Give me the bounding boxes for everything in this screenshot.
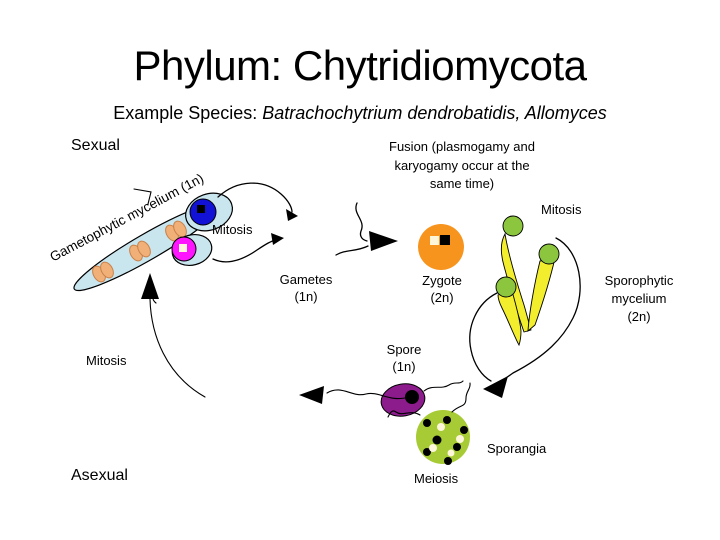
spore-shape — [326, 380, 464, 417]
gametangium-male — [185, 192, 233, 232]
spore-dot — [432, 435, 442, 445]
zygote-shape — [418, 224, 464, 270]
septum-cell — [137, 240, 151, 258]
flagellum-line — [212, 239, 277, 263]
small-arrowhead — [271, 233, 284, 245]
spore-dot — [423, 448, 431, 456]
label-mitosis-gametangia: Mitosis — [212, 222, 253, 237]
small-arrowhead — [286, 209, 298, 221]
label-meiosis: Meiosis — [414, 471, 459, 486]
sporophytic-mycelium-shape — [495, 215, 560, 347]
sporangium-squiggle — [451, 382, 471, 413]
fusion-squiggle — [335, 245, 369, 256]
flagellum-line — [217, 182, 293, 213]
label-spore: Spore (1n) — [386, 342, 422, 374]
spore-dot — [453, 443, 461, 451]
left-arrowhead — [299, 386, 324, 404]
label-mitosis-sporophyte: Mitosis — [541, 202, 582, 217]
sporangium-cap — [538, 243, 560, 265]
subtitle-prefix: Example Species: — [113, 103, 263, 123]
page-title: Phylum: Chytridiomycota — [133, 42, 587, 89]
spore-nucleus — [405, 390, 419, 404]
spore-dot — [423, 419, 431, 427]
spore-dot-light — [437, 423, 445, 431]
label-asexual: Asexual — [71, 467, 128, 484]
spore-dot — [460, 426, 468, 434]
stalk — [527, 257, 556, 333]
septum — [92, 261, 114, 283]
septum — [129, 240, 151, 262]
septum-cell — [100, 261, 114, 279]
gamete-flagella-arrows — [151, 182, 298, 304]
up-arrowhead — [141, 273, 159, 299]
stalk — [497, 290, 522, 347]
loop-line-right — [505, 237, 581, 379]
fusing-nucleus-dark — [440, 235, 450, 245]
spore-dot — [444, 457, 452, 465]
spore-dot-light — [447, 449, 455, 457]
subtitle-species-names: Batrachochytrium dendrobatidis, Allomyce… — [262, 103, 607, 123]
sporophyte-loop-arrow — [469, 237, 581, 398]
subtitle: Example Species: Batrachochytrium dendro… — [0, 103, 720, 123]
spore-dot-light — [429, 444, 437, 452]
label-sexual: Sexual — [71, 137, 120, 154]
spore-dot-light — [456, 435, 464, 443]
label-sporophytic-mycelium: Sporophytic mycelium (2n) — [604, 273, 674, 324]
mitosis-return-arrow — [141, 273, 206, 398]
spore-release-arrow — [299, 386, 324, 404]
spore-dot — [443, 416, 451, 424]
loop-arrowhead — [483, 376, 508, 398]
nucleus-square — [197, 205, 205, 213]
spore-flagellum — [326, 389, 406, 400]
stalk — [501, 232, 532, 333]
fusion-arrow — [335, 202, 398, 256]
gametangium-female — [171, 234, 213, 266]
sporangium-cap — [502, 215, 524, 237]
label-fusion: Fusion (plasmogamy and karyogamy occur a… — [389, 139, 535, 191]
label-leader-line — [133, 188, 152, 205]
sporangium-cap — [495, 276, 517, 298]
label-zygote: Zygote (2n) — [422, 273, 462, 305]
fusing-nucleus-light — [430, 236, 439, 245]
label-sporangia: Sporangia — [487, 441, 547, 456]
sporangium-squiggle — [387, 410, 421, 418]
spore-flagellum — [423, 380, 464, 392]
nucleus-square — [179, 244, 187, 252]
fusion-squiggle — [355, 202, 368, 242]
label-gametes: Gametes (1n) — [279, 272, 333, 304]
loop-line-left — [469, 292, 498, 382]
zygote-cell — [418, 224, 464, 270]
big-arrowhead — [369, 231, 398, 251]
sporangium-shape — [387, 382, 471, 465]
arrow-tail-curve — [149, 298, 206, 398]
label-mitosis-asexual: Mitosis — [86, 353, 127, 368]
